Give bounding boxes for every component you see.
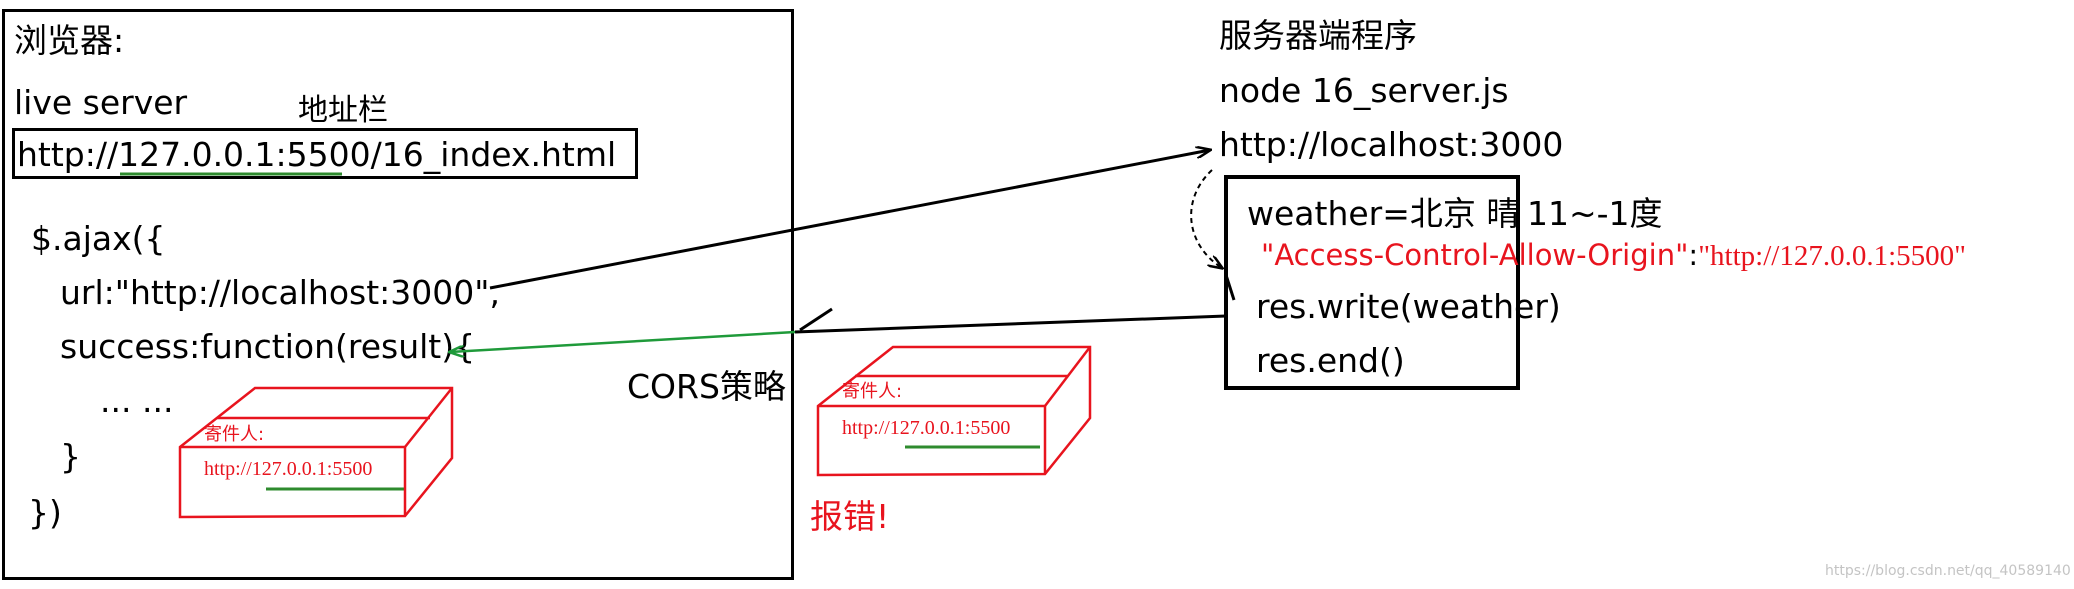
package-left-sender-url: http://127.0.0.1:5500 xyxy=(204,458,373,480)
server-command: node 16_server.js xyxy=(1219,71,1509,110)
address-bar-label: 地址栏 xyxy=(298,93,388,128)
res-write-call: res.write(weather) xyxy=(1256,287,1561,326)
package-left xyxy=(178,386,454,519)
browser-url: http://127.0.0.1:5500/16_index.html xyxy=(17,135,617,174)
code-line-ellipsis: ... ... xyxy=(100,381,174,420)
package-left-sender-label: 寄件人: xyxy=(204,424,265,445)
server-code-box xyxy=(1224,175,1520,390)
cors-header-line: "Access-Control-Allow-Origin":"http://12… xyxy=(1261,241,1966,271)
error-label: 报错! xyxy=(810,497,890,536)
package-right xyxy=(816,345,1092,477)
package-right-sender-url: http://127.0.0.1:5500 xyxy=(842,417,1011,439)
server-slash-mark xyxy=(1224,274,1236,301)
cors-blocker-mark xyxy=(799,307,833,332)
code-line-ajax: $.ajax({ xyxy=(31,219,166,258)
cors-header-value: "http://127.0.0.1:5500" xyxy=(1698,240,1966,272)
code-line-close-brace: } xyxy=(60,437,81,476)
response-arrow-green xyxy=(450,330,796,352)
cors-header-colon: : xyxy=(1688,238,1699,272)
live-server-label: live server xyxy=(14,83,188,122)
cors-header-key: "Access-Control-Allow-Origin" xyxy=(1261,238,1689,272)
code-line-url: url:"http://localhost:3000", xyxy=(60,273,500,312)
weather-assignment: weather=北京 晴 xyxy=(1247,194,1520,233)
browser-panel xyxy=(2,9,794,580)
watermark: https://blog.csdn.net/qq_40589140 xyxy=(1825,563,2071,579)
code-line-success: success:function(result){ xyxy=(60,327,476,366)
browser-title: 浏览器: xyxy=(14,21,125,60)
cors-policy-label: CORS策略 xyxy=(627,367,786,406)
response-arrow-black xyxy=(794,314,1227,334)
address-bar[interactable] xyxy=(12,128,638,179)
server-flow-arrow xyxy=(1190,169,1222,268)
code-line-close-ajax: }) xyxy=(28,493,62,532)
weather-temperature: 11~-1度 xyxy=(1527,194,1663,233)
server-url: http://localhost:3000 xyxy=(1219,125,1564,164)
package-right-sender-label: 寄件人: xyxy=(842,381,903,402)
res-end-call: res.end() xyxy=(1256,341,1405,380)
request-arrow xyxy=(489,150,1210,290)
server-title: 服务器端程序 xyxy=(1219,16,1417,55)
